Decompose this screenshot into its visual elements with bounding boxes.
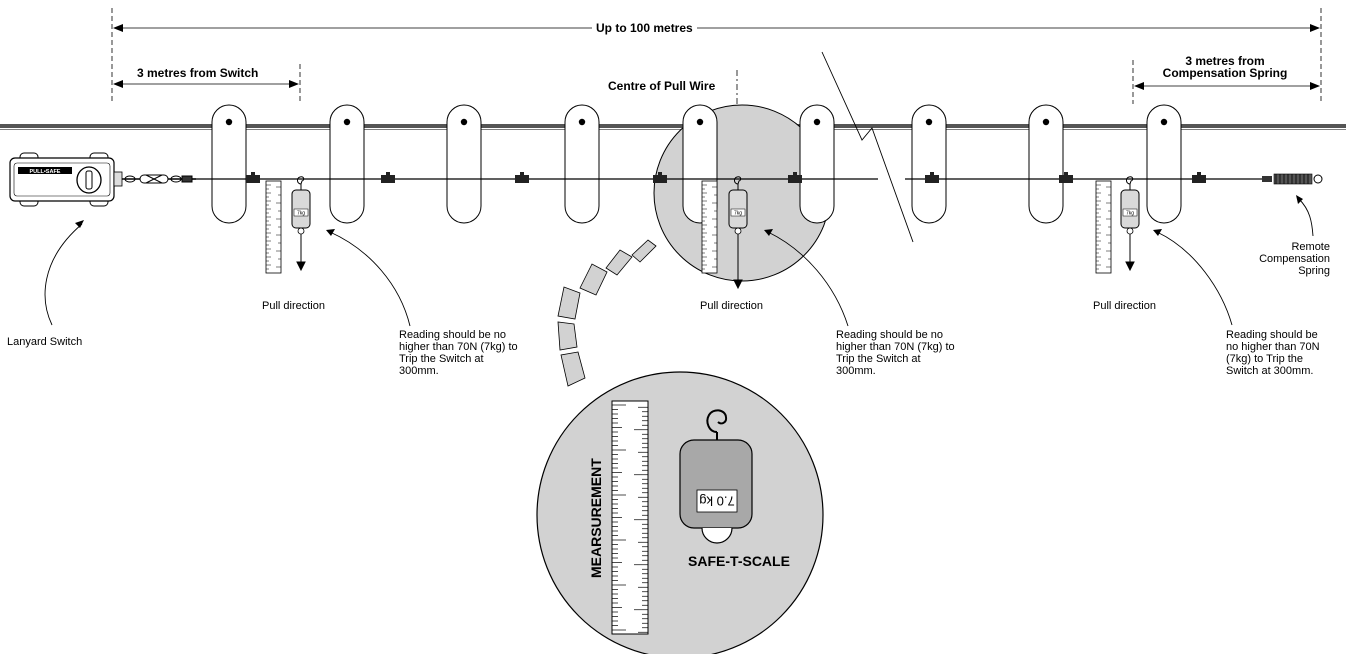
gauge-centre-reading: 7kg bbox=[734, 211, 742, 217]
gauge-left-reading: 7kg bbox=[297, 211, 305, 217]
large-gauge-reading: 7.0 kg bbox=[699, 494, 734, 509]
gauge-left bbox=[291, 176, 311, 235]
lanyard-switch-label: Lanyard Switch bbox=[7, 336, 83, 348]
compensation-spring bbox=[1250, 173, 1323, 185]
pull-direction-right: Pull direction bbox=[1093, 300, 1156, 312]
dimension-arrowheads bbox=[113, 24, 1320, 90]
remote-spring-label: Remote Compensation Spring bbox=[1259, 241, 1330, 277]
pointer-curves bbox=[44, 198, 1314, 327]
pulleys bbox=[211, 104, 1182, 224]
connector-segments bbox=[557, 239, 657, 387]
turnbuckle bbox=[124, 174, 193, 184]
break-line bbox=[821, 51, 914, 243]
large-gauge bbox=[679, 409, 753, 544]
gauge-right-reading: 7kg bbox=[1126, 211, 1134, 217]
reading-note-left: Reading should be no higher than 70N (7k… bbox=[399, 329, 518, 377]
reading-note-centre: Reading should be no higher than 70N (7k… bbox=[836, 329, 955, 377]
from-switch-label: 3 metres from Switch bbox=[137, 66, 259, 80]
pull-direction-arrows bbox=[296, 234, 1135, 290]
centre-label: Centre of Pull Wire bbox=[608, 79, 716, 93]
pull-direction-left: Pull direction bbox=[262, 300, 325, 312]
from-spring-label: 3 metres from Compensation Spring bbox=[1162, 54, 1288, 80]
brand-label: PULL•SAFE bbox=[30, 169, 61, 175]
pull-direction-centre: Pull direction bbox=[700, 300, 763, 312]
overall-span-label: Up to 100 metres bbox=[592, 22, 697, 34]
gauge-centre bbox=[728, 176, 748, 235]
large-ruler bbox=[611, 400, 649, 635]
pointer-arrowheads bbox=[75, 195, 1303, 236]
lanyard-switch bbox=[9, 152, 123, 207]
measurement-label: MEARSUREMENT bbox=[588, 458, 604, 578]
dimension-lines bbox=[111, 8, 1322, 210]
gauge-right bbox=[1120, 176, 1140, 235]
scale-name: SAFE-T-SCALE bbox=[688, 553, 790, 569]
reading-note-right: Reading should be no higher than 70N (7k… bbox=[1226, 329, 1320, 377]
mounting-rail bbox=[0, 124, 1346, 128]
